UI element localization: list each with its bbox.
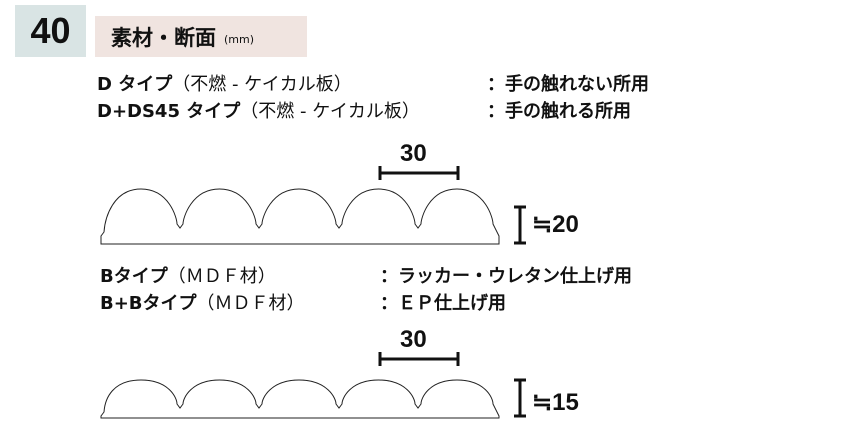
section-title: 素材・断面 (mm) (95, 16, 307, 57)
spec-line: D タイプ（不燃 - ケイカル板） (97, 74, 352, 95)
profile-d-section (100, 188, 500, 245)
height-label-1: ≒20 (532, 211, 579, 238)
pitch-label-1: 30 (400, 140, 427, 167)
spec-line: Bタイプ（ＭＤＦ材） (100, 266, 276, 287)
spec-use: ：手の触れる所用 (487, 101, 631, 122)
height-label-2: ≒15 (532, 389, 579, 416)
unit-label: (mm) (224, 33, 255, 46)
height-dimension-1 (514, 205, 526, 245)
pitch-dimension-2 (378, 352, 460, 366)
pitch-dimension-1 (378, 166, 460, 180)
profile-b-section (100, 379, 500, 419)
spec-use: ：ＥＰ仕上げ用 (380, 293, 506, 314)
section-number: 40 (15, 5, 86, 57)
spec-use: ：手の触れない所用 (487, 74, 649, 95)
spec-line: D+DS45 タイプ（不燃 - ケイカル板） (97, 101, 420, 122)
dimension-marks (378, 166, 526, 418)
height-dimension-2 (514, 378, 526, 418)
pitch-label-2: 30 (400, 326, 427, 353)
title-text: 素材・断面 (111, 25, 216, 50)
spec-use: ：ラッカー・ウレタン仕上げ用 (380, 266, 632, 287)
spec-line: B+Bタイプ（ＭＤＦ材） (100, 293, 305, 314)
